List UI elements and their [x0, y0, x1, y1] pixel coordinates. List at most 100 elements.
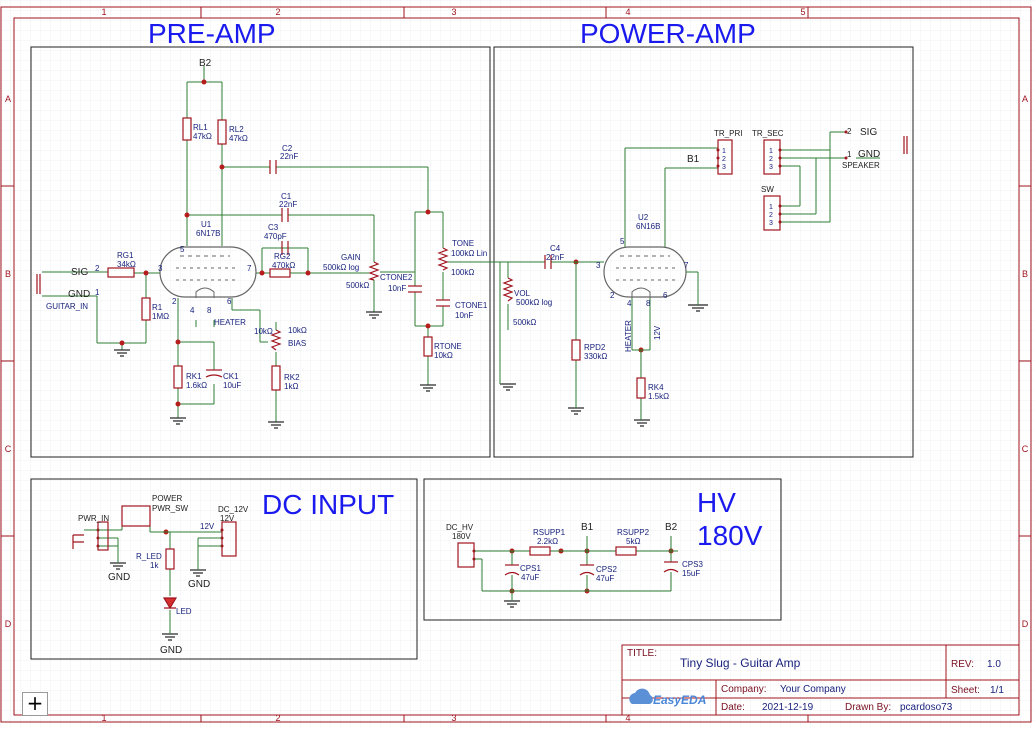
c2-ref: C2 — [282, 144, 293, 153]
col-label-2: 2 — [275, 7, 280, 17]
c2-value: 22nF — [280, 152, 298, 161]
gain-type: 500kΩ log — [323, 263, 359, 272]
row-label-a: A — [5, 94, 11, 104]
b1-net-label: B1 — [687, 154, 700, 165]
drawn-label: Drawn By: — [845, 702, 891, 713]
rsupp2-ref: RSUPP2 — [617, 528, 650, 537]
rg2-ref: RG2 — [274, 252, 291, 261]
u1-tube — [159, 246, 257, 298]
tr-sec-pin-3: 3 — [769, 164, 773, 171]
hv-b1-label: B1 — [581, 522, 594, 533]
u2-pin-4: 4 — [627, 299, 632, 308]
tr-sec-pin-2: 2 — [769, 156, 773, 163]
gnd-label-1: GND — [108, 572, 130, 583]
dcinput-labels: PWR_IN POWER PWR_SW DC_12V 12V 12V R_LED… — [78, 494, 249, 656]
company-label: Company: — [721, 684, 767, 695]
row-label-b-right: B — [1022, 269, 1028, 279]
ground-symbols — [110, 304, 708, 641]
u1-ref: U1 — [201, 220, 212, 229]
u2-pin-7: 7 — [684, 261, 689, 270]
dcinput-wires — [84, 505, 222, 634]
tr-pri-label: TR_PRI — [714, 129, 742, 138]
rg2-value: 470kΩ — [272, 261, 295, 270]
tone-type: 100kΩ Lin — [451, 249, 487, 258]
dc-12v-connector — [221, 521, 237, 557]
ground-icon — [170, 417, 186, 425]
c1-value: 22nF — [279, 200, 297, 209]
easyeda-logo: EasyEDA — [629, 688, 706, 707]
drawn-value: pcardoso73 — [900, 702, 953, 713]
r1-ref: R1 — [152, 303, 163, 312]
ctone1-value: 10nF — [455, 311, 473, 320]
preamp-wires — [42, 66, 500, 422]
rl1-resistor — [182, 117, 192, 141]
u2-pin-5: 5 — [620, 237, 625, 246]
rtone-resistor — [423, 336, 433, 357]
sw-pin-2: 2 — [769, 212, 773, 219]
vol-ref: VOL — [514, 289, 531, 298]
pin-1: 1 — [95, 288, 100, 297]
bias-pot-value-1: 10kΩ — [254, 327, 273, 336]
r-led-value: 1k — [150, 561, 159, 570]
hv-labels: DC_HV 180V RSUPP1 2.2kΩ RSUPP2 5kΩ B1 B2… — [446, 522, 703, 583]
rk1-ref: RK1 — [186, 372, 202, 381]
title-value: Tiny Slug - Guitar Amp — [680, 656, 801, 670]
zoom-in-button[interactable]: + — [22, 692, 48, 716]
ck1-ref: CK1 — [223, 372, 239, 381]
rk2-ref: RK2 — [284, 373, 300, 382]
bias-label: BIAS — [288, 339, 306, 348]
ground-icon — [500, 383, 516, 391]
u2-heater-label: HEATER — [624, 320, 633, 352]
section-headings: PRE-AMP POWER-AMP DC INPUT HV 180V — [148, 18, 763, 551]
r1-value: 1MΩ — [152, 312, 169, 321]
power-label: POWER — [152, 494, 182, 503]
row-label-d-right: D — [1022, 619, 1029, 629]
junctions — [119, 79, 674, 594]
rk1-value: 1.6kΩ — [186, 381, 207, 390]
ctone1-ref: CTONE1 — [455, 301, 488, 310]
vol-value: 500kΩ — [513, 318, 536, 327]
u2-pin-6: 6 — [663, 291, 668, 300]
rsupp1-resistor — [529, 546, 551, 556]
led-diode — [162, 597, 178, 610]
b2-net-label: B2 — [199, 58, 212, 69]
title-label: TITLE: — [627, 648, 657, 659]
dc-hv-connector — [457, 542, 475, 568]
c3-ref: C3 — [268, 223, 279, 232]
title-block-text: TITLE: Tiny Slug - Guitar Amp REV: 1.0 C… — [627, 648, 1004, 713]
rk4-resistor — [636, 377, 646, 399]
rsupp1-ref: RSUPP1 — [533, 528, 566, 537]
gnd-label: GND — [68, 289, 90, 300]
u1-pin-6: 6 — [227, 297, 232, 306]
u2-pin-3: 3 — [596, 261, 601, 270]
dcinput-box — [30, 478, 418, 660]
tr-sec-label: TR_SEC — [752, 129, 784, 138]
date-label: Date: — [721, 702, 745, 713]
pwr-in-connector — [97, 521, 109, 551]
u1-pin-8: 8 — [207, 306, 212, 315]
vol-type: 500kΩ log — [516, 298, 552, 307]
r1-resistor — [141, 297, 151, 321]
u2-ref: U2 — [638, 213, 649, 222]
pwr-sw-switch — [121, 505, 151, 527]
rl1-ref: RL1 — [193, 123, 208, 132]
sig-label: SIG — [71, 267, 88, 278]
row-label-b: B — [5, 269, 11, 279]
u1-pin-7: 7 — [247, 264, 252, 273]
tone-ref: TONE — [452, 239, 474, 248]
rk4-value: 1.5kΩ — [648, 392, 669, 401]
rl2-ref: RL2 — [229, 125, 244, 134]
sheet-value: 1/1 — [990, 685, 1004, 696]
col-label-4: 4 — [625, 7, 630, 17]
rg2-resistor — [269, 268, 291, 278]
sheet-frame — [0, 6, 1032, 723]
dc-12v-value: 12V — [220, 514, 235, 523]
dcinput-heading: DC INPUT — [262, 489, 394, 520]
preamp-heading: PRE-AMP — [148, 18, 276, 49]
tone-value: 100kΩ — [451, 268, 474, 277]
speaker-sig-label: SIG — [860, 127, 877, 138]
rpd2-value: 330kΩ — [584, 352, 607, 361]
rsupp2-resistor — [615, 546, 637, 556]
u1-value: 6N17B — [196, 229, 220, 238]
gnd-label-2: GND — [188, 579, 210, 590]
